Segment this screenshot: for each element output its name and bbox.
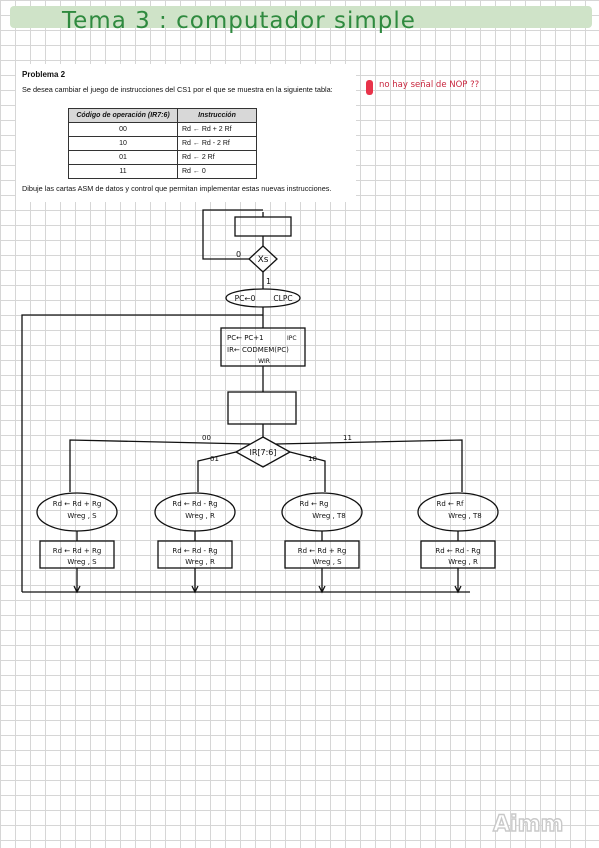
box-signal: Wreg , R [185,558,215,566]
box-signal: Wreg , R [448,558,478,566]
fetch-signal: WIR [258,358,270,365]
branch-line-11 [275,439,463,492]
box-signal: Wreg , S [312,558,342,566]
reset-action: PC←0 [235,294,256,303]
oval-action: Rd ← Rg [300,500,329,508]
wait-state-box [234,216,292,237]
title-bar: Tema 3 : computador simple [10,6,592,34]
box-action: Rd ← Rd + Rg [53,547,102,555]
loop-line [202,209,263,260]
fetch-signal: IPC [287,335,297,342]
branch-label: 11 [343,434,352,442]
return-line [21,314,263,592]
oval-action: Rd ← Rd - Rg [172,500,217,508]
instruction-table: Código de operación (IR7:6) Instrucción … [68,108,257,179]
problem-outro: Dibuje las cartas ASM de datos y control… [22,184,332,193]
xs-label: Xs [258,255,269,265]
connector-lines [76,568,459,592]
page-title: Tema 3 : computador simple [62,8,416,34]
branch-line-01 [197,451,237,492]
branch-label: 1 [266,277,271,286]
branch-label: 10 [308,455,317,463]
column-header: Instrucción [177,108,257,123]
branch-label: 01 [210,455,219,463]
oval-signal: Wreg , T8 [448,512,482,520]
problem-statement: Problema 2 Se desea cambiar el juego de … [16,64,356,202]
opcode-decision [234,436,292,468]
branch-label: 00 [202,434,211,442]
box-signal: Wreg , S [67,558,97,566]
connector-lines [76,531,459,541]
box-action: Rd ← Rd - Rg [172,547,217,555]
problem-intro: Se desea cambiar el juego de instruccion… [22,85,333,94]
fetch-action: IR← CODMEM(PC) [227,346,289,354]
table-row: 00 Rd ← Rd + 2 Rf [68,122,257,137]
problem-heading: Problema 2 [22,70,66,79]
decode-state-box [227,391,297,425]
arrowheads [73,585,462,594]
oval-action: Rd ← Rf [437,500,464,508]
box-action: Rd ← Rd - Rg [435,547,480,555]
box-action: Rd ← Rd + Rg [298,547,347,555]
highlight-marker [366,80,373,95]
instruction-cell: Rd ← 0 [177,164,257,179]
branch-line-00 [69,439,251,492]
fetch-action: PC← PC+1 [227,334,264,342]
oval-signal: Wreg , R [185,512,215,520]
reset-signal: CLPC [273,294,292,303]
table-row: 11 Rd ← 0 [68,164,257,179]
oval-signal: Wreg , S [67,512,97,520]
branch-label: 0 [236,250,241,259]
branch-line-10 [289,451,326,492]
oval-action: Rd ← Rd + Rg [53,500,102,508]
handwritten-note: no hay señal de NOP ?? [379,80,480,90]
watermark-logo: Aimm [492,811,564,837]
oval-signal: Wreg , T8 [312,512,346,520]
opcode-label: IR[7:6] [249,448,276,457]
